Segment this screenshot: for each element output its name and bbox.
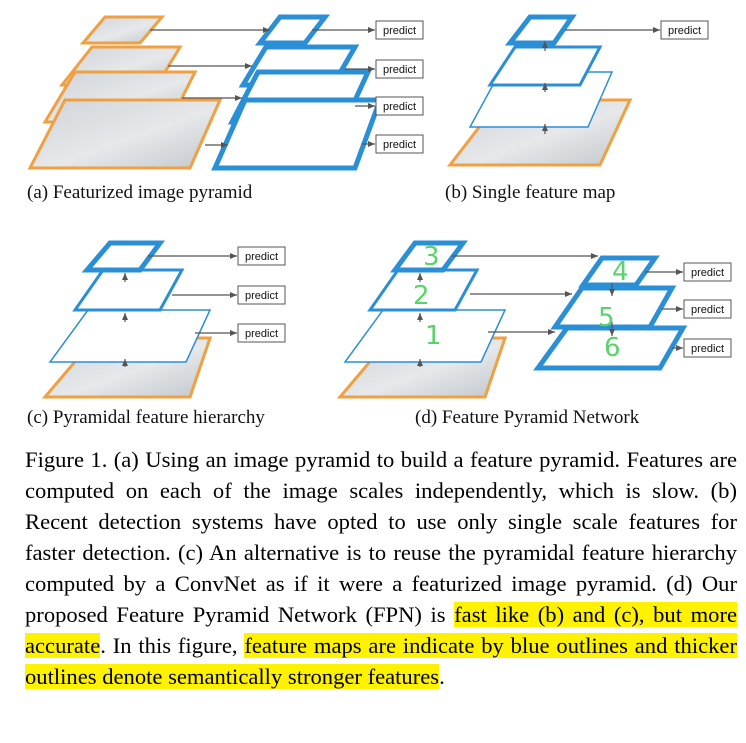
svg-text:predict: predict bbox=[383, 101, 416, 113]
svg-text:predict: predict bbox=[383, 25, 416, 37]
figure-caption: Figure 1. (a) Using an image pyramid to … bbox=[25, 444, 737, 692]
feature-map bbox=[81, 240, 165, 273]
panel-a-featurized-image-pyramid: predict predict predict predict (a) Feat… bbox=[27, 14, 424, 203]
feature-map bbox=[48, 309, 212, 363]
svg-text:predict: predict bbox=[691, 304, 724, 316]
predict-box: predict bbox=[683, 338, 732, 358]
feature-map bbox=[504, 14, 577, 46]
image-layer bbox=[27, 98, 223, 170]
panel-b-single-feature-map: predict (b) Single feature map bbox=[445, 14, 709, 203]
subcaption-d: (d) Feature Pyramid Network bbox=[415, 407, 640, 428]
predict-box: predict bbox=[237, 246, 286, 266]
feature-map bbox=[578, 255, 660, 288]
handwritten-number-4: 4 bbox=[612, 257, 629, 287]
predict-box: predict bbox=[375, 20, 424, 40]
handwritten-number-5: 5 bbox=[598, 303, 615, 333]
subcaption-a: (a) Featurized image pyramid bbox=[27, 182, 253, 203]
image-layer bbox=[79, 15, 166, 45]
feature-map bbox=[211, 97, 384, 171]
panel-c-pyramidal-feature-hierarchy: predict predict predict (c) Pyramidal fe… bbox=[27, 240, 286, 428]
feature-map bbox=[254, 14, 331, 46]
predict-box: predict bbox=[683, 262, 732, 282]
predict-box: predict bbox=[660, 20, 709, 40]
predict-box: predict bbox=[683, 299, 732, 319]
panel-d-feature-pyramid-network: predict predict predict 3 2 1 4 5 6 (d) … bbox=[336, 240, 732, 428]
handwritten-number-6: 6 bbox=[604, 333, 621, 363]
subcaption-b: (b) Single feature map bbox=[445, 182, 615, 203]
feature-map bbox=[533, 325, 688, 371]
feature-map bbox=[367, 268, 480, 312]
svg-text:predict: predict bbox=[383, 64, 416, 76]
feature-map bbox=[72, 268, 185, 312]
feature-map bbox=[390, 240, 468, 273]
svg-text:predict: predict bbox=[668, 25, 701, 37]
predict-box: predict bbox=[375, 134, 424, 154]
predict-box: predict bbox=[237, 323, 286, 343]
caption-text: Figure 1. (a) Using an image pyramid to … bbox=[25, 447, 737, 627]
svg-text:predict: predict bbox=[691, 343, 724, 355]
feature-map bbox=[343, 309, 507, 363]
predict-box: predict bbox=[375, 96, 424, 116]
handwritten-number-2: 2 bbox=[413, 281, 430, 311]
caption-text: . bbox=[439, 664, 445, 689]
subcaption-c: (c) Pyramidal feature hierarchy bbox=[27, 407, 265, 428]
svg-text:predict: predict bbox=[691, 267, 724, 279]
predict-box: predict bbox=[237, 285, 286, 305]
handwritten-number-3: 3 bbox=[423, 242, 440, 272]
caption-text: . In this figure, bbox=[100, 633, 245, 658]
svg-text:predict: predict bbox=[245, 290, 278, 302]
predict-box: predict bbox=[375, 59, 424, 79]
feature-map bbox=[487, 45, 603, 87]
svg-text:predict: predict bbox=[245, 328, 278, 340]
figure-1-diagram: predict predict predict predict (a) Feat… bbox=[27, 14, 732, 428]
svg-text:predict: predict bbox=[383, 139, 416, 151]
handwritten-number-1: 1 bbox=[425, 321, 442, 351]
svg-text:predict: predict bbox=[245, 251, 278, 263]
